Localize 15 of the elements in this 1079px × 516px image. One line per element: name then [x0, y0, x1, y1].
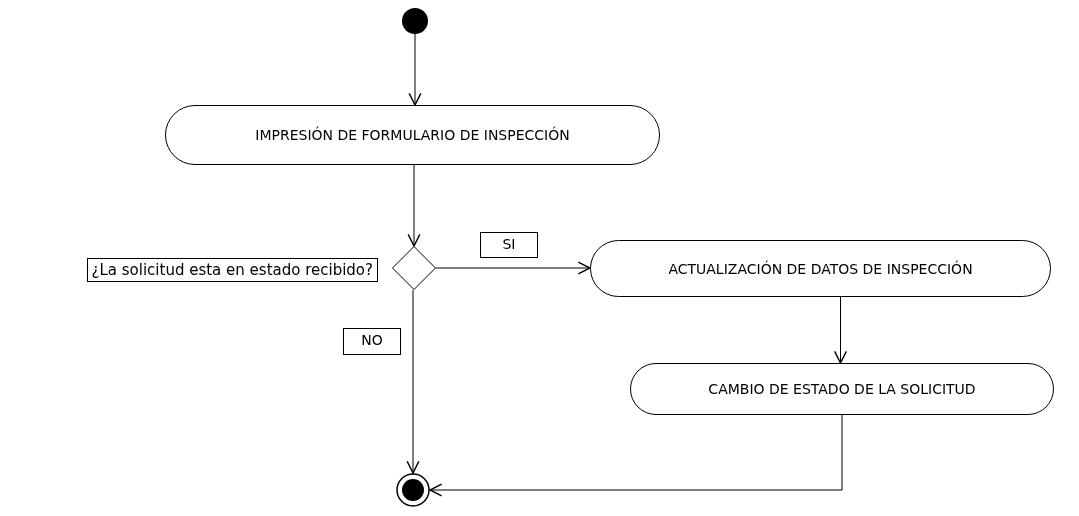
arrow [408, 33, 422, 106]
edge-label: NO [343, 328, 401, 355]
state-circle [402, 8, 428, 34]
arrow [429, 414, 843, 497]
arrow [833, 296, 848, 364]
state-circle [396, 473, 430, 507]
arrow [435, 261, 591, 275]
decision-diamond [392, 246, 436, 290]
condition-note: ¿La solicitud esta en estado recibido? [86, 258, 378, 282]
arrow [406, 289, 420, 474]
action-box: ACTUALIZACIÓN DE DATOS DE INSPECCIÓN [590, 240, 1051, 297]
action-box: IMPRESIÓN DE FORMULARIO DE INSPECCIÓN [165, 105, 660, 165]
arrow [407, 164, 421, 247]
edge-label: SI [480, 232, 538, 258]
action-box: CAMBIO DE ESTADO DE LA SOLICITUD [630, 363, 1054, 415]
